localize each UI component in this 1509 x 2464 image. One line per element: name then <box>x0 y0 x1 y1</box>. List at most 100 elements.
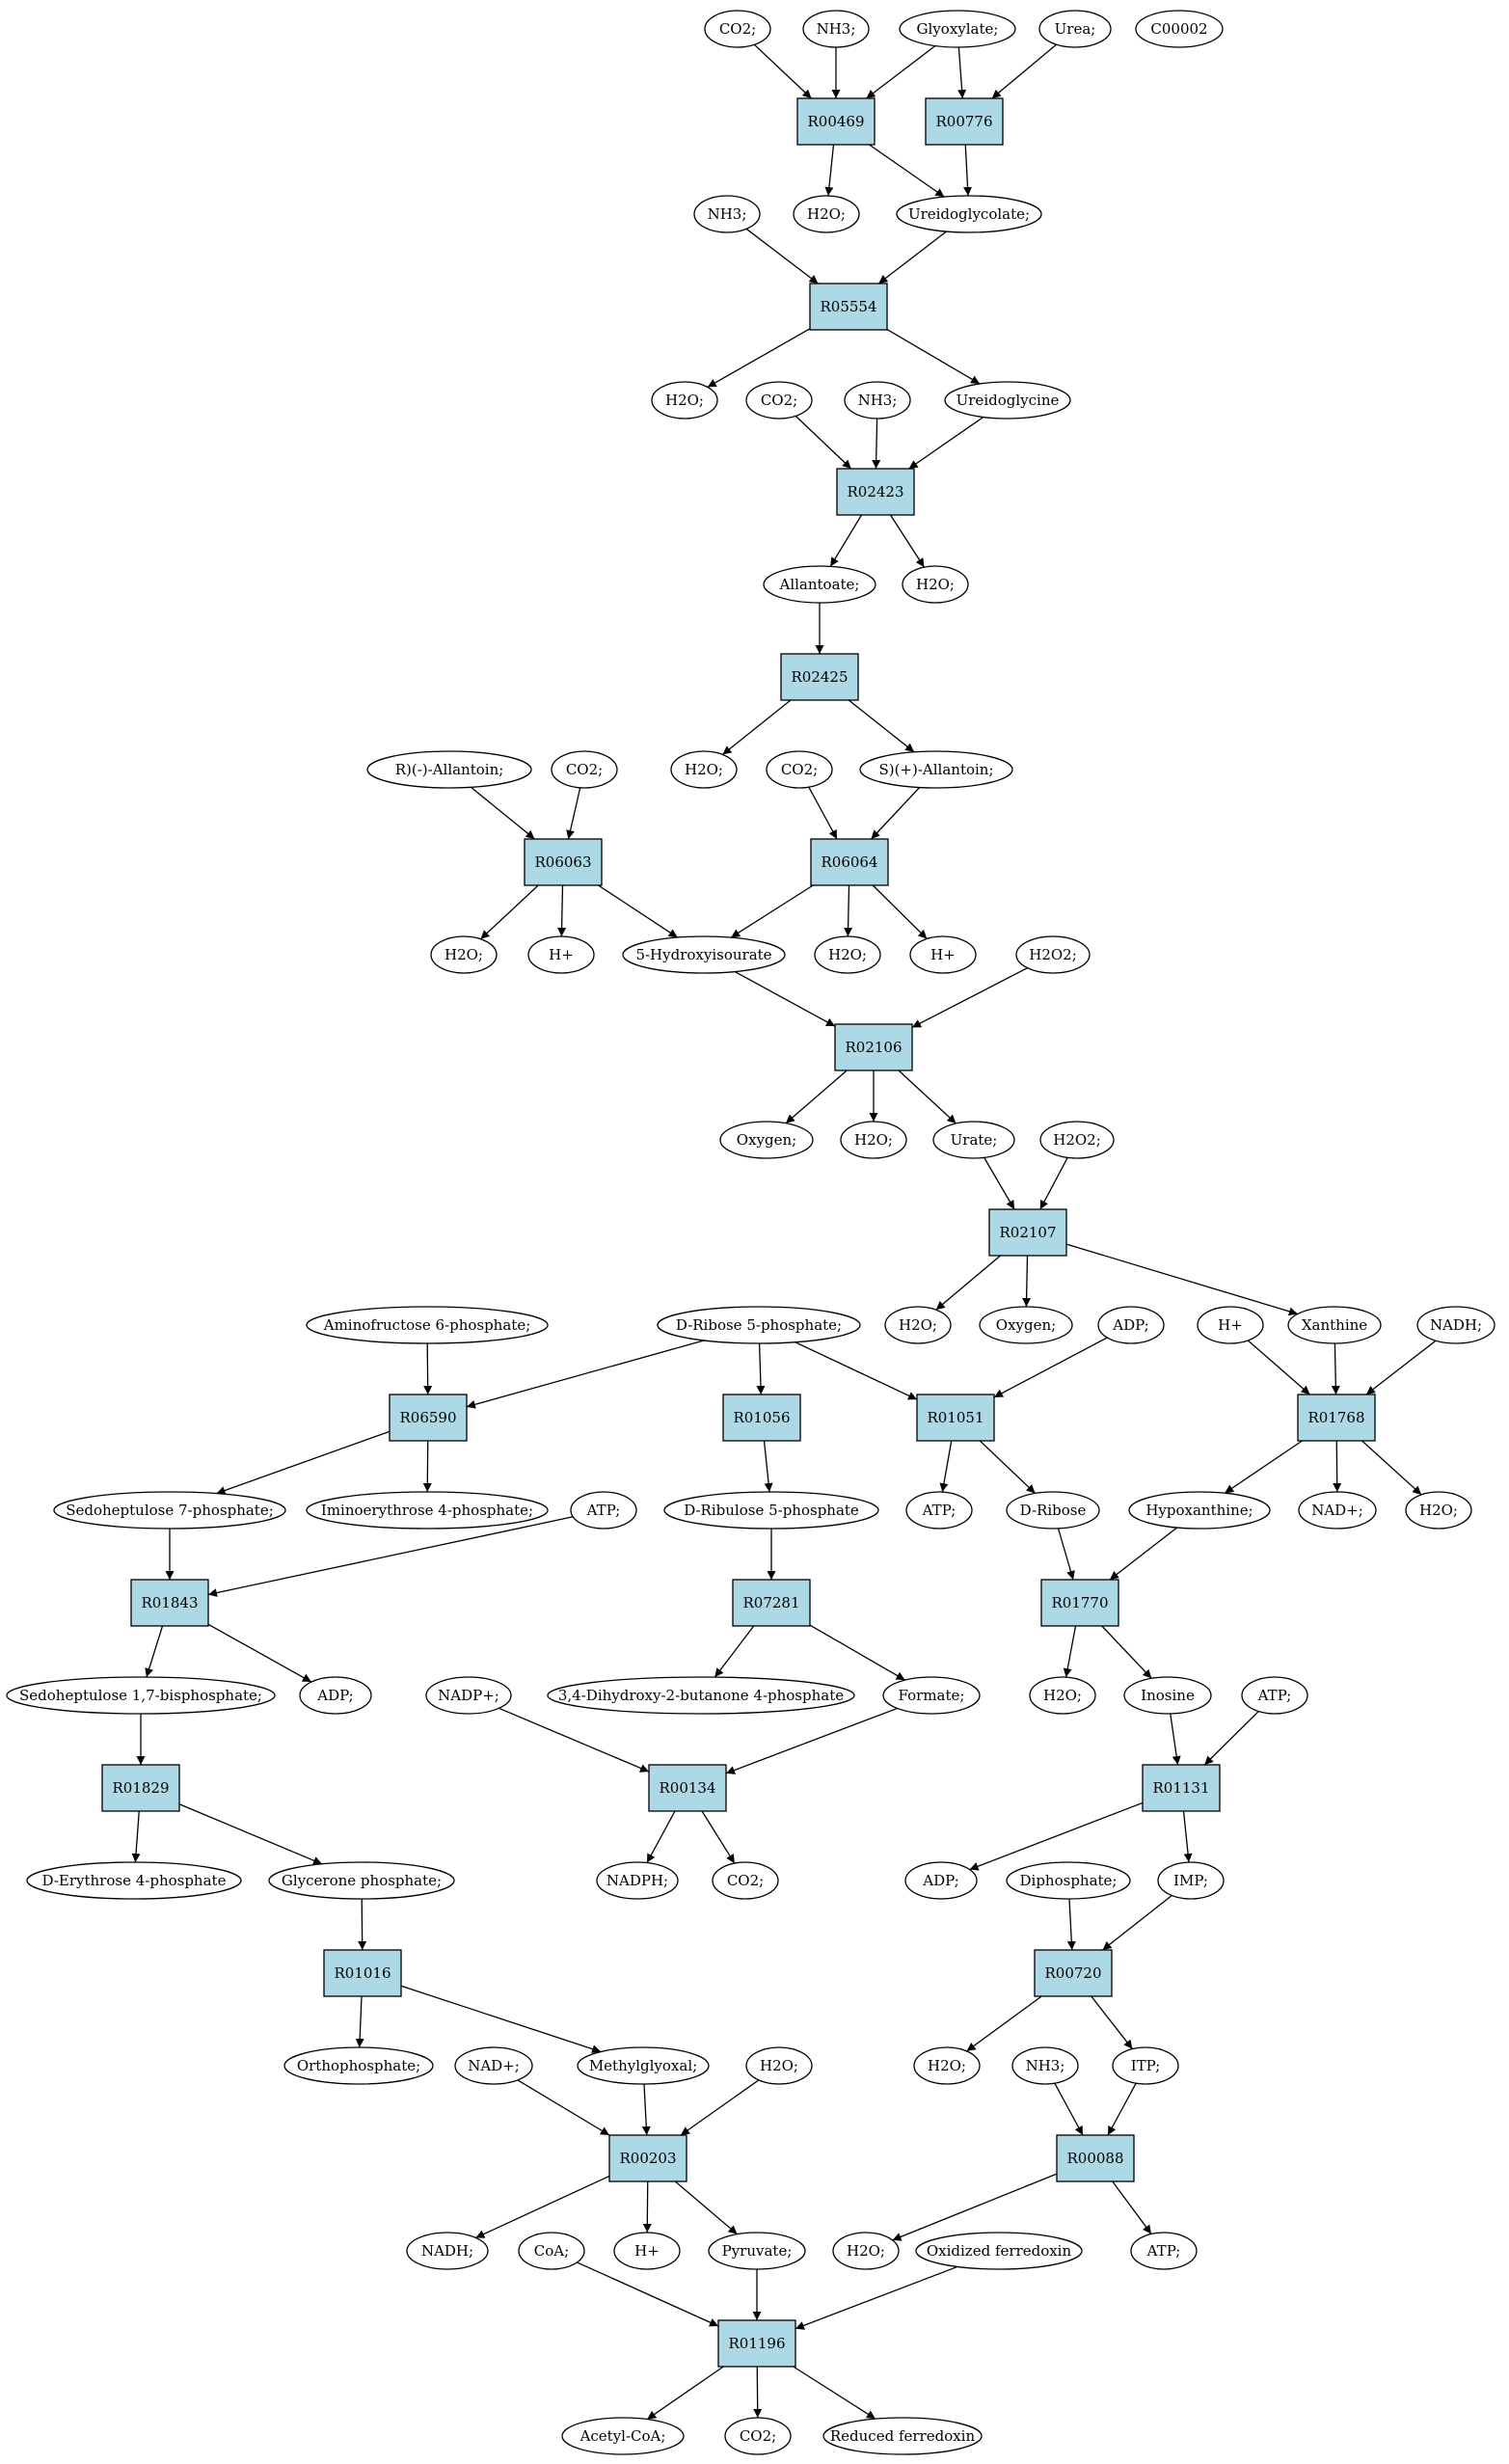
compound-node-c_adp_2[interactable]: ADP; <box>299 1676 372 1715</box>
reaction-node-r_R00720[interactable]: R00720 <box>1034 1949 1113 1997</box>
compound-node-c_glyox[interactable]: Glyoxylate; <box>899 10 1016 48</box>
compound-node-c_co2_2[interactable]: CO2; <box>745 381 813 420</box>
compound-node-c_co2_4[interactable]: CO2; <box>766 750 833 789</box>
compound-node-c_co2_1[interactable]: CO2; <box>704 10 771 48</box>
compound-node-c_oxygen_2[interactable]: Oxygen; <box>979 1306 1073 1344</box>
compound-node-c_ie4p[interactable]: Iminoerythrose 4-phosphate; <box>306 1491 549 1530</box>
compound-node-c_dr5p[interactable]: D-Ribose 5-phosphate; <box>657 1306 861 1344</box>
reaction-node-r_R01196[interactable]: R01196 <box>717 2319 796 2368</box>
compound-node-c_co2_6[interactable]: CO2; <box>724 2417 792 2455</box>
compound-node-c_nadh_2[interactable]: NADH; <box>406 2232 489 2270</box>
compound-node-c_h2o_1[interactable]: H2O; <box>793 195 860 233</box>
reaction-node-r_R01056[interactable]: R01056 <box>722 1394 801 1442</box>
compound-node-c_atp_4[interactable]: ATP; <box>1130 2232 1198 2270</box>
compound-node-c_h2o_10[interactable]: H2O; <box>1029 1676 1096 1715</box>
compound-node-c_pyruvate[interactable]: Pyruvate; <box>708 2232 806 2270</box>
reaction-node-r_R02107[interactable]: R02107 <box>988 1208 1067 1257</box>
compound-node-c_redferr[interactable]: Reduced ferredoxin <box>822 2417 983 2455</box>
compound-node-c_atp_1[interactable]: ATP; <box>570 1491 637 1530</box>
reaction-node-r_R01770[interactable]: R01770 <box>1040 1579 1119 1627</box>
compound-node-c_adp_1[interactable]: ADP; <box>1097 1306 1165 1344</box>
reaction-node-r_R06063[interactable]: R06063 <box>524 838 603 886</box>
compound-node-c_ureidoglycine[interactable]: Ureidoglycine <box>944 381 1071 420</box>
reaction-node-r_R02106[interactable]: R02106 <box>834 1023 913 1071</box>
compound-node-c_nh3_2[interactable]: NH3; <box>693 195 761 233</box>
compound-node-c_coa[interactable]: CoA; <box>518 2232 585 2270</box>
compound-node-c_nh3_4[interactable]: NH3; <box>1011 2046 1079 2085</box>
compound-node-c_formate[interactable]: Formate; <box>882 1676 981 1715</box>
compound-node-c_nadh_1[interactable]: NADH; <box>1416 1306 1496 1344</box>
compound-node-c_h2o_2[interactable]: H2O; <box>651 381 718 420</box>
compound-node-c_s_allantoin[interactable]: S)(+)-Allantoin; <box>859 750 1013 789</box>
compound-node-c_h2o_11[interactable]: H2O; <box>745 2046 813 2085</box>
compound-node-c_dru5p[interactable]: D-Ribulose 5-phosphate <box>663 1491 879 1530</box>
compound-node-c_glycp[interactable]: Glycerone phosphate; <box>268 1861 455 1900</box>
reaction-node-r_R01051[interactable]: R01051 <box>916 1394 995 1442</box>
compound-node-c_itp[interactable]: ITP; <box>1112 2046 1179 2085</box>
compound-node-c_hplus_4[interactable]: H+ <box>613 2232 681 2270</box>
compound-node-c_methylglyoxal[interactable]: Methylglyoxal; <box>577 2046 710 2085</box>
compound-node-c_h2o_13[interactable]: H2O; <box>832 2232 900 2270</box>
compound-node-c_inosine[interactable]: Inosine <box>1123 1676 1212 1715</box>
compound-node-c_hplus_1[interactable]: H+ <box>527 935 595 974</box>
reaction-node-r_R06064[interactable]: R06064 <box>810 838 889 886</box>
compound-node-c_xanthine[interactable]: Xanthine <box>1287 1306 1382 1344</box>
compound-node-c_de4p[interactable]: D-Erythrose 4-phosphate <box>26 1861 242 1900</box>
compound-node-c_urate[interactable]: Urate; <box>932 1121 1015 1159</box>
compound-node-c_imp[interactable]: IMP; <box>1157 1861 1225 1900</box>
compound-node-c_h2o_8[interactable]: H2O; <box>884 1306 952 1344</box>
reaction-node-r_R01829[interactable]: R01829 <box>101 1764 180 1812</box>
reaction-node-r_R06590[interactable]: R06590 <box>389 1394 468 1442</box>
compound-node-c_nadplus_1[interactable]: NAD+; <box>1298 1491 1377 1530</box>
compound-node-c_nadpplus[interactable]: NADP+; <box>425 1676 512 1715</box>
reaction-node-r_R00088[interactable]: R00088 <box>1056 2134 1135 2182</box>
compound-node-c_h2o_12[interactable]: H2O; <box>913 2046 981 2085</box>
compound-node-c_oxygen_1[interactable]: Oxygen; <box>719 1121 814 1159</box>
compound-node-c_hplus_2[interactable]: H+ <box>909 935 977 974</box>
compound-node-c_atp_3[interactable]: ATP; <box>1241 1676 1308 1715</box>
compound-node-c_nadph[interactable]: NADPH; <box>596 1861 679 1900</box>
compound-node-c_adp_3[interactable]: ADP; <box>904 1861 978 1900</box>
compound-node-c_diphos[interactable]: Diphosphate; <box>1006 1861 1131 1900</box>
reaction-node-r_R02423[interactable]: R02423 <box>836 468 915 516</box>
compound-node-c_nh3_1[interactable]: NH3; <box>802 10 870 48</box>
reaction-node-r_R00469[interactable]: R00469 <box>796 97 876 146</box>
compound-node-c_nh3_3[interactable]: NH3; <box>844 381 911 420</box>
reaction-node-r_R00203[interactable]: R00203 <box>608 2134 687 2182</box>
reaction-node-r_R01768[interactable]: R01768 <box>1297 1394 1376 1442</box>
compound-node-c_co2_3[interactable]: CO2; <box>551 750 618 789</box>
compound-node-c_s17bp[interactable]: Sedoheptulose 1,7-bisphosphate; <box>6 1676 276 1715</box>
reaction-node-r_R07281[interactable]: R07281 <box>732 1579 811 1627</box>
compound-node-c_h2o2_1[interactable]: H2O2; <box>1015 935 1091 974</box>
compound-node-c_5hiu[interactable]: 5-Hydroxyisourate <box>622 935 786 974</box>
reaction-node-r_R00776[interactable]: R00776 <box>925 97 1004 146</box>
compound-node-c_h2o2_2[interactable]: H2O2; <box>1039 1121 1115 1159</box>
compound-node-c_h2o_3[interactable]: H2O; <box>902 565 969 604</box>
compound-node-c_hplus_3[interactable]: H+ <box>1197 1306 1264 1344</box>
compound-node-c_dhb4p[interactable]: 3,4-Dihydroxy-2-butanone 4-phosphate <box>547 1676 855 1715</box>
compound-node-c_r_allantoin[interactable]: R)(-)-Allantoin; <box>366 750 532 789</box>
reaction-node-r_R01016[interactable]: R01016 <box>323 1949 402 1997</box>
reaction-node-r_R05554[interactable]: R05554 <box>809 283 888 331</box>
compound-node-c_ureidoglycolate[interactable]: Ureidoglycolate; <box>896 195 1042 233</box>
reaction-node-r_R00134[interactable]: R00134 <box>648 1764 727 1812</box>
compound-node-c_amf6p[interactable]: Aminofructose 6-phosphate; <box>306 1306 549 1344</box>
compound-node-c_oxferr[interactable]: Oxidized ferredoxin <box>915 2232 1083 2270</box>
compound-node-c_dribose[interactable]: D-Ribose <box>1006 1491 1100 1530</box>
compound-node-c_co2_5[interactable]: CO2; <box>712 1861 779 1900</box>
compound-node-c_s7p[interactable]: Sedoheptulose 7-phosphate; <box>53 1491 286 1530</box>
compound-node-c_h2o_9[interactable]: H2O; <box>1405 1491 1472 1530</box>
compound-node-c_orthop[interactable]: Orthophosphate; <box>283 2046 434 2085</box>
compound-node-c_acetylcoa[interactable]: Acetyl-CoA; <box>561 2417 685 2455</box>
compound-node-c_h2o_7[interactable]: H2O; <box>840 1121 907 1159</box>
reaction-node-r_R02425[interactable]: R02425 <box>780 653 859 701</box>
compound-node-c_atp_2[interactable]: ATP; <box>905 1491 973 1530</box>
reaction-node-r_R01131[interactable]: R01131 <box>1142 1764 1221 1812</box>
compound-node-c_urea[interactable]: Urea; <box>1038 10 1112 48</box>
compound-node-c_allantoate[interactable]: Allantoate; <box>763 565 876 604</box>
compound-node-c_h2o_6[interactable]: H2O; <box>814 935 881 974</box>
compound-node-c_nadplus_2[interactable]: NAD+; <box>454 2046 533 2085</box>
compound-node-c_h2o_5[interactable]: H2O; <box>430 935 498 974</box>
compound-node-c_h2o_4[interactable]: H2O; <box>670 750 738 789</box>
compound-node-c_c00002[interactable]: C00002 <box>1135 10 1224 48</box>
